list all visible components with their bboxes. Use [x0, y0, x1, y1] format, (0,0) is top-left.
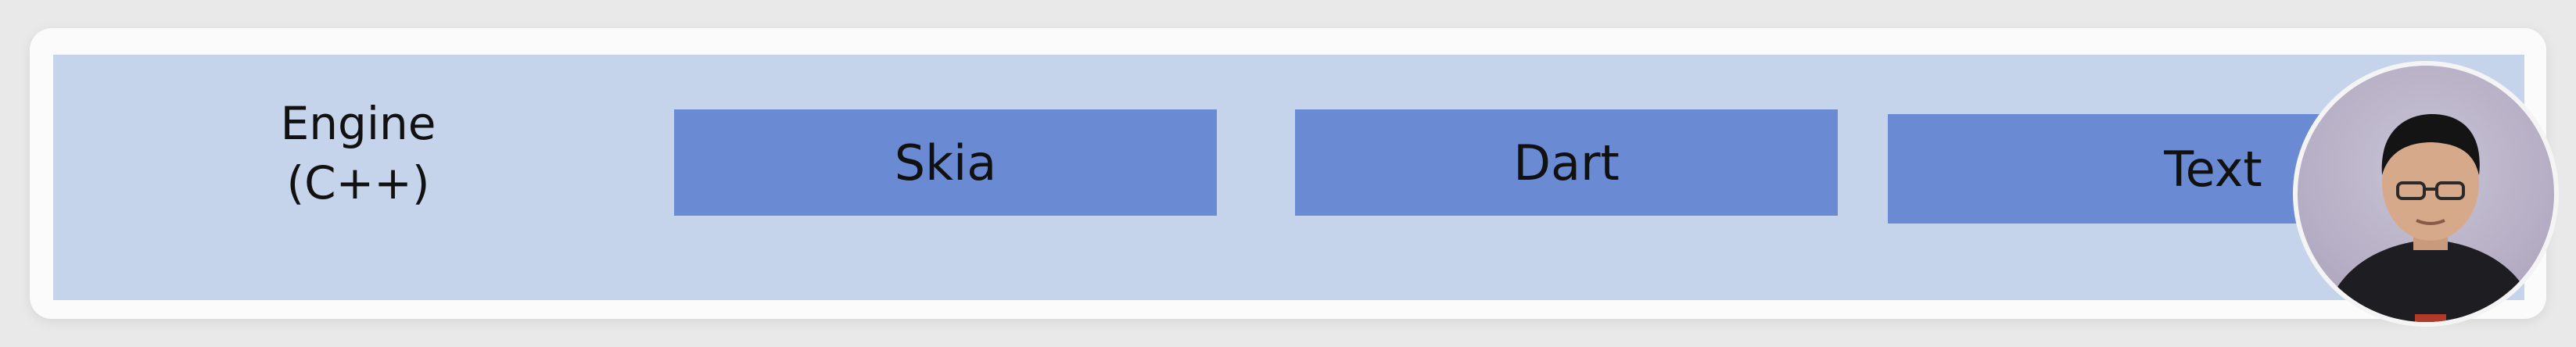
engine-label-line2: (C++) — [286, 156, 430, 209]
presenter-silhouette-icon — [2323, 114, 2538, 322]
dart-block[interactable]: Dart — [1295, 109, 1838, 216]
engine-label-line1: Engine — [280, 97, 436, 150]
presenter-webcam-icon — [2293, 61, 2559, 327]
skia-label: Skia — [894, 134, 997, 191]
slide-card: Engine (C++) Skia Dart Text — [30, 28, 2559, 327]
engine-label: Engine (C++) — [241, 94, 475, 213]
skia-block[interactable]: Skia — [674, 109, 1217, 216]
text-label: Text — [2164, 140, 2262, 198]
dart-label: Dart — [1513, 134, 1620, 191]
